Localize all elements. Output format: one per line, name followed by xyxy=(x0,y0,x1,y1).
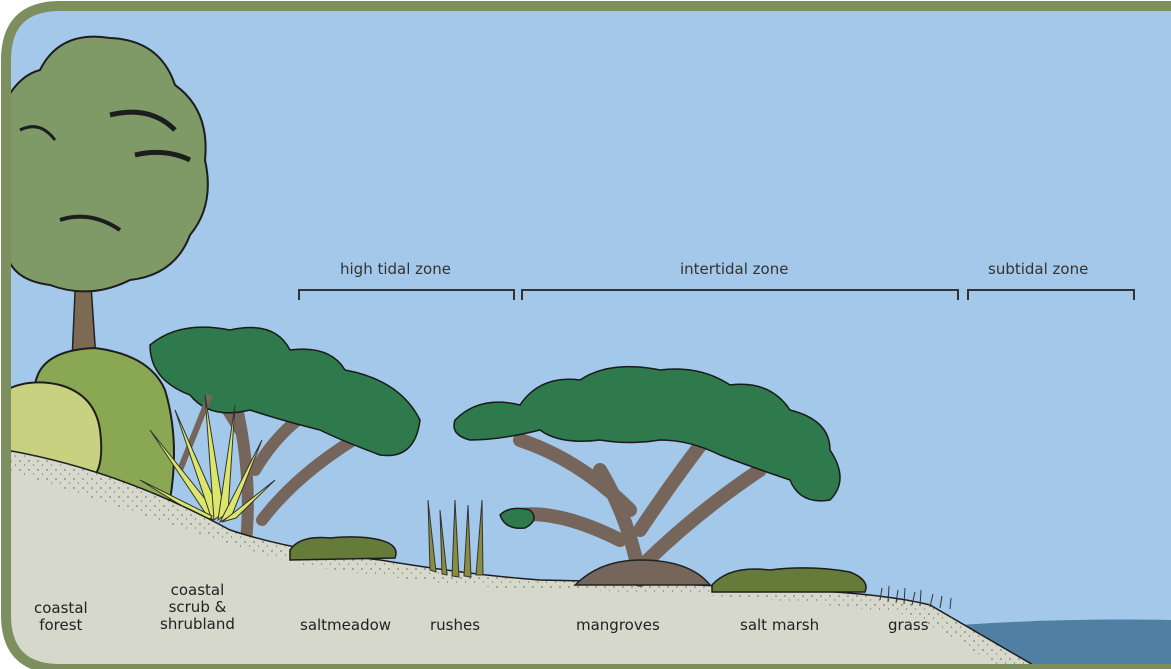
coastal-forest-label: coastal forest xyxy=(34,600,88,634)
saltmeadow-label: saltmeadow xyxy=(300,617,391,634)
high-tidal-zone-label: high tidal zone xyxy=(340,260,451,278)
salt-marsh-shrub xyxy=(712,568,866,592)
salt-marsh-label: salt marsh xyxy=(740,617,819,634)
rushes-label: rushes xyxy=(430,617,480,634)
coastal-scrub-label: coastal scrub & shrubland xyxy=(160,582,235,633)
saltmeadow-shrub xyxy=(290,537,396,560)
grass-label: grass xyxy=(888,617,929,634)
intertidal-zone-label: intertidal zone xyxy=(680,260,788,278)
subtidal-zone-label: subtidal zone xyxy=(988,260,1088,278)
mangroves-label: mangroves xyxy=(576,617,660,634)
